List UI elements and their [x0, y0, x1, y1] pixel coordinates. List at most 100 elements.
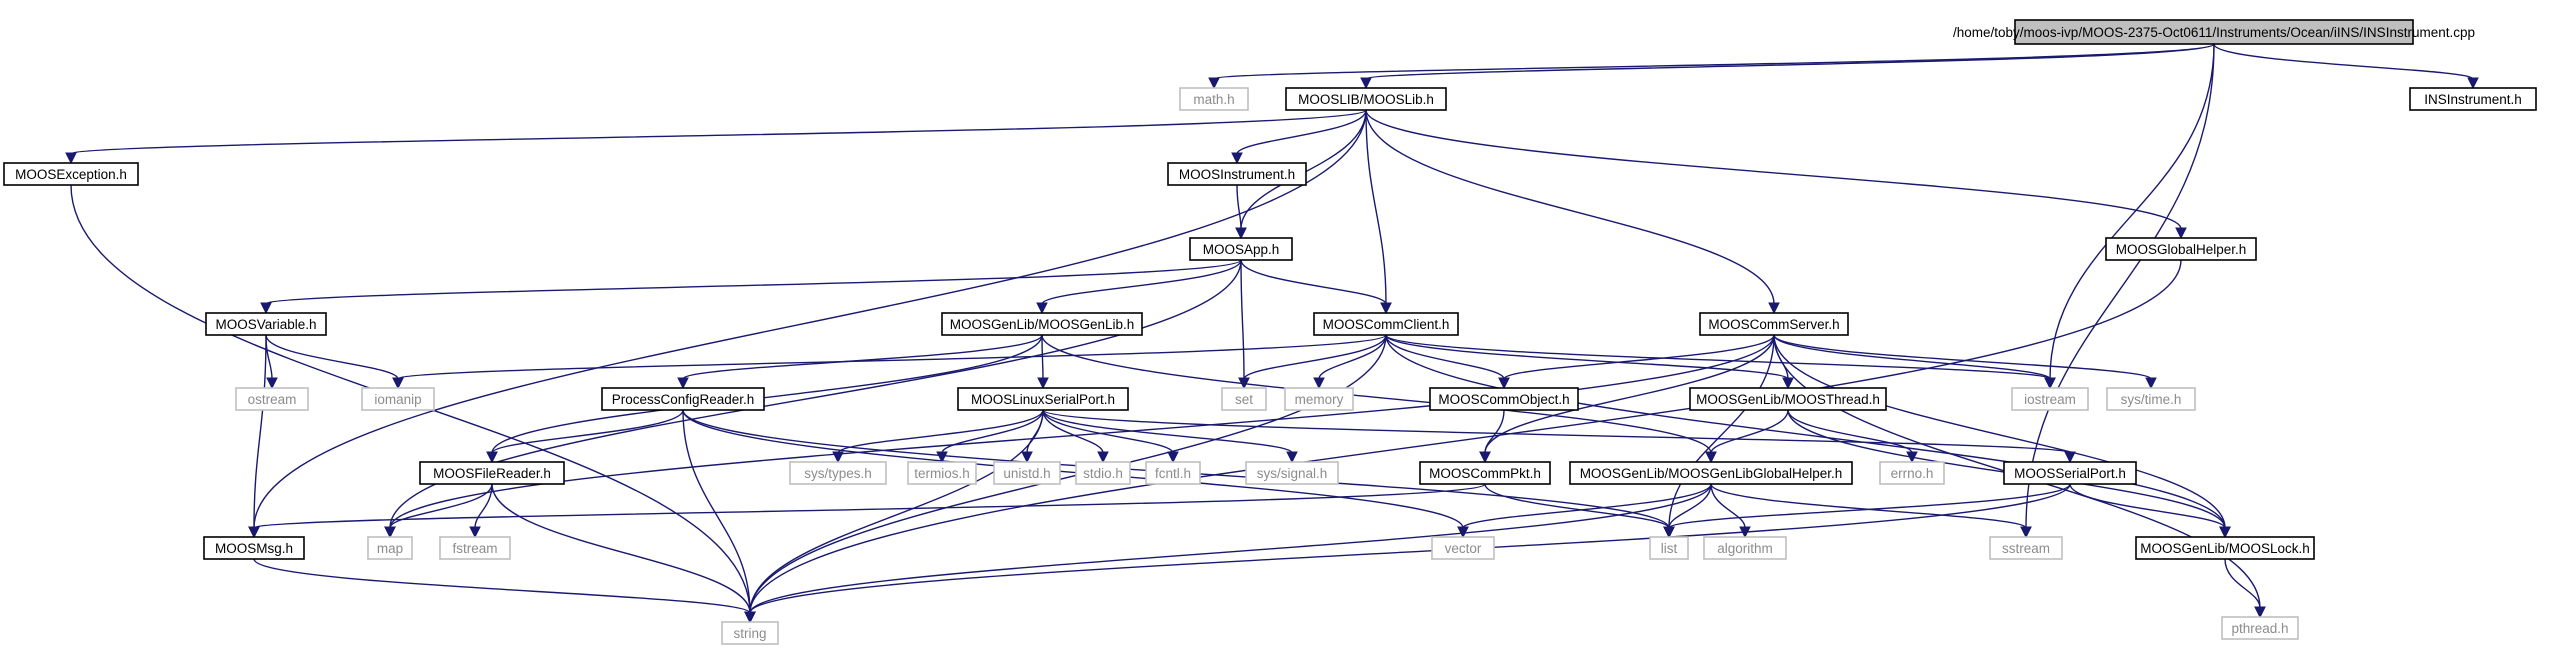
- dependency-edge-commclient-to-commobject: [1385, 334, 1505, 380]
- node-moosvar[interactable]: MOOSVariable.h: [205, 312, 327, 336]
- dependency-edge-root-to-iostream: [2049, 43, 2215, 380]
- node-commpkt[interactable]: MOOSCommPkt.h: [1419, 461, 1551, 485]
- node-filereader[interactable]: MOOSFileReader.h: [419, 461, 565, 485]
- dependency-edge-linuxserial-to-systypes: [837, 409, 1044, 454]
- dependency-edge-commclient-to-memory: [1318, 334, 1387, 380]
- arrowhead-linuxserial-to-termios: [936, 451, 948, 464]
- node-box-mooslock: [2135, 536, 2315, 560]
- node-errno: errno.h: [1879, 461, 1945, 485]
- node-label-mooslib: MOOSLIB/MOOSLib.h: [1298, 92, 1434, 107]
- node-processconfig[interactable]: ProcessConfigReader.h: [601, 387, 765, 411]
- arrowhead-moosvar-to-ostream: [266, 377, 278, 390]
- node-iostream: iostream: [2011, 387, 2089, 411]
- node-box-errno: [1879, 461, 1945, 485]
- dependency-edge-moosapp-to-moosgenlib: [1041, 259, 1242, 305]
- node-memory: memory: [1284, 387, 1354, 411]
- dependency-edge-linuxserial-to-fcntl: [1042, 409, 1174, 454]
- arrowhead-filereader-to-fstream: [469, 526, 481, 539]
- node-root[interactable]: /home/toby/moos-ivp/MOOS-2375-Oct0611/In…: [1953, 19, 2475, 45]
- arrowhead-moosinst-to-moosapp: [1235, 227, 1247, 240]
- node-moosglobal[interactable]: MOOSGlobalHelper.h: [2105, 237, 2257, 261]
- node-box-pthread: [2221, 616, 2299, 640]
- node-box-moosgenlib: [941, 312, 1143, 336]
- node-moosthread[interactable]: MOOSGenLib/MOOSThread.h: [1689, 387, 1887, 411]
- node-label-genlibglobal: MOOSGenLib/MOOSGenLibGlobalHelper.h: [1580, 466, 1843, 481]
- node-label-ostream: ostream: [248, 392, 297, 407]
- node-moosmsg[interactable]: MOOSMsg.h: [203, 536, 305, 560]
- node-label-fcntl: fcntl.h: [1155, 466, 1191, 481]
- arrowhead-commserver-to-commobject: [1498, 377, 1510, 390]
- arrowhead-commserver-to-systime: [2145, 377, 2157, 390]
- node-commobject[interactable]: MOOSCommObject.h: [1429, 387, 1579, 411]
- dependency-edge-processconfig-to-string: [682, 409, 751, 614]
- node-mooslock[interactable]: MOOSGenLib/MOOSLock.h: [2135, 536, 2315, 560]
- node-box-algorithm: [1703, 536, 1787, 560]
- node-box-string: [721, 621, 779, 645]
- node-ostream: ostream: [235, 387, 309, 411]
- node-box-moosexc: [3, 162, 139, 186]
- node-label-list: list: [1661, 541, 1678, 556]
- node-label-iomanip: iomanip: [374, 392, 421, 407]
- node-fcntl: fcntl.h: [1145, 461, 1201, 485]
- dependency-edge-commserver-to-mooslock: [1773, 334, 2226, 529]
- dependency-edges: [65, 43, 2479, 624]
- node-label-commobject: MOOSCommObject.h: [1438, 392, 1569, 407]
- dependency-edge-moosthread-to-errno: [1787, 409, 1913, 454]
- node-commserver[interactable]: MOOSCommServer.h: [1699, 312, 1849, 336]
- node-moosinst[interactable]: MOOSInstrument.h: [1167, 162, 1307, 186]
- dependency-edge-commclient-to-set: [1243, 334, 1387, 380]
- node-algorithm: algorithm: [1703, 536, 1787, 560]
- node-label-memory: memory: [1295, 392, 1344, 407]
- node-moosgenlib[interactable]: MOOSGenLib/MOOSGenLib.h: [941, 312, 1143, 336]
- node-box-math: [1179, 87, 1249, 111]
- dependency-edge-genlibglobal-to-sstream: [1710, 483, 2027, 529]
- dependency-edge-linuxserial-to-syssignal: [1042, 409, 1293, 454]
- node-box-stdio: [1075, 461, 1131, 485]
- dependency-edge-mooslib-to-moosglobal: [1365, 109, 2182, 230]
- dependency-edge-commclient-to-string: [749, 334, 1387, 614]
- node-box-mooslib: [1285, 87, 1447, 111]
- dependency-edge-moosapp-to-set: [1240, 259, 1245, 380]
- node-linuxserial[interactable]: MOOSLinuxSerialPort.h: [957, 387, 1129, 411]
- dependency-edge-commclient-to-mooslock: [1385, 334, 2226, 529]
- node-genlibglobal[interactable]: MOOSGenLib/MOOSGenLibGlobalHelper.h: [1569, 461, 1853, 485]
- node-box-list: [1649, 536, 1689, 560]
- arrowhead-linuxserial-to-systypes: [832, 451, 844, 464]
- node-sstream: sstream: [1989, 536, 2063, 560]
- arrowhead-commserver-to-iostream: [2044, 377, 2056, 390]
- node-commclient[interactable]: MOOSCommClient.h: [1313, 312, 1459, 336]
- node-label-filereader: MOOSFileReader.h: [433, 466, 551, 481]
- arrowhead-linuxserial-to-stdio: [1097, 451, 1109, 464]
- node-mooslib[interactable]: MOOSLIB/MOOSLib.h: [1285, 87, 1447, 111]
- node-box-fstream: [439, 536, 511, 560]
- dependency-edge-commclient-to-iostream: [1385, 334, 2051, 380]
- dependency-edge-moosvar-to-moosmsg: [253, 334, 267, 529]
- node-box-moosapp: [1189, 237, 1293, 261]
- node-label-mooslock: MOOSGenLib/MOOSLock.h: [2140, 541, 2310, 556]
- node-box-memory: [1284, 387, 1354, 411]
- dependency-edge-root-to-sstream: [2025, 43, 2215, 529]
- dependency-edge-commpkt-to-list: [1484, 483, 1670, 529]
- node-moosapp[interactable]: MOOSApp.h: [1189, 237, 1293, 261]
- dependency-edge-commserver-to-iostream: [1773, 334, 2051, 380]
- arrowhead-commserver-to-moosthread: [1782, 377, 1794, 390]
- arrowhead-root-to-mooslib: [1360, 77, 1372, 90]
- dependency-edge-moosgenlib-to-genlibglobal: [1041, 334, 1712, 454]
- dependency-edge-commserver-to-list: [1668, 334, 1775, 529]
- node-box-systypes: [789, 461, 887, 485]
- node-label-systime: sys/time.h: [2121, 392, 2182, 407]
- node-serialport[interactable]: MOOSSerialPort.h: [2003, 461, 2137, 485]
- arrowhead-linuxserial-to-fcntl: [1167, 451, 1179, 464]
- node-label-linuxserial: MOOSLinuxSerialPort.h: [971, 392, 1115, 407]
- arrowhead-root-to-math: [1208, 77, 1220, 90]
- node-label-commserver: MOOSCommServer.h: [1708, 317, 1839, 332]
- dependency-edge-commserver-to-map: [389, 334, 1775, 529]
- dependency-edge-filereader-to-fstream: [474, 483, 493, 529]
- node-box-processconfig: [601, 387, 765, 411]
- node-insinst[interactable]: INSInstrument.h: [2409, 87, 2537, 111]
- arrowhead-processconfig-to-filereader: [486, 451, 498, 464]
- dependency-edge-commserver-to-commobject: [1503, 334, 1775, 380]
- dependency-edge-root-to-math: [1213, 43, 2215, 80]
- node-moosexc[interactable]: MOOSException.h: [3, 162, 139, 186]
- node-termios: termios.h: [907, 461, 977, 485]
